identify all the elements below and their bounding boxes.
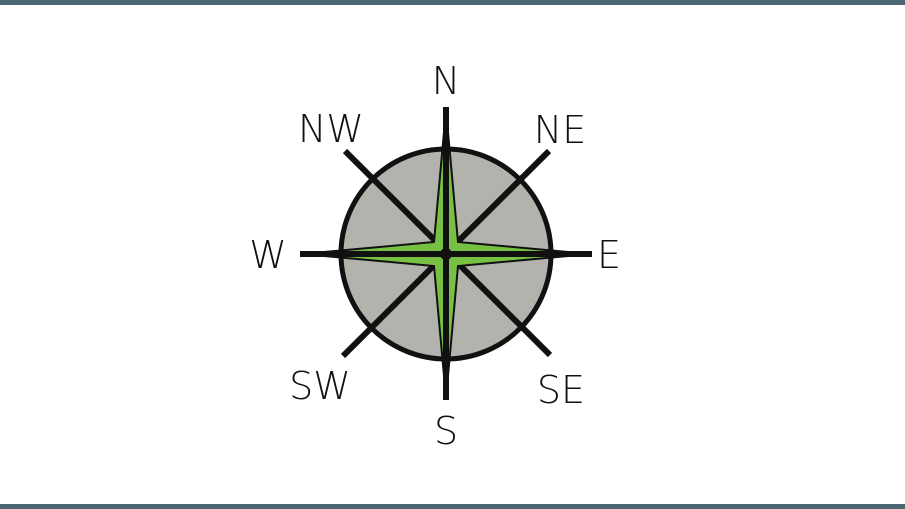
label-n: N <box>432 59 460 103</box>
label-nw: NW <box>298 107 364 151</box>
label-ne: NE <box>534 108 586 152</box>
label-e: E <box>597 233 621 277</box>
label-s: S <box>434 409 458 453</box>
label-sw: SW <box>289 364 351 408</box>
top-frame-bar <box>0 0 905 5</box>
label-se: SE <box>537 368 585 412</box>
bottom-frame-bar <box>0 504 905 509</box>
compass-center <box>440 248 452 260</box>
label-w: W <box>249 233 287 277</box>
